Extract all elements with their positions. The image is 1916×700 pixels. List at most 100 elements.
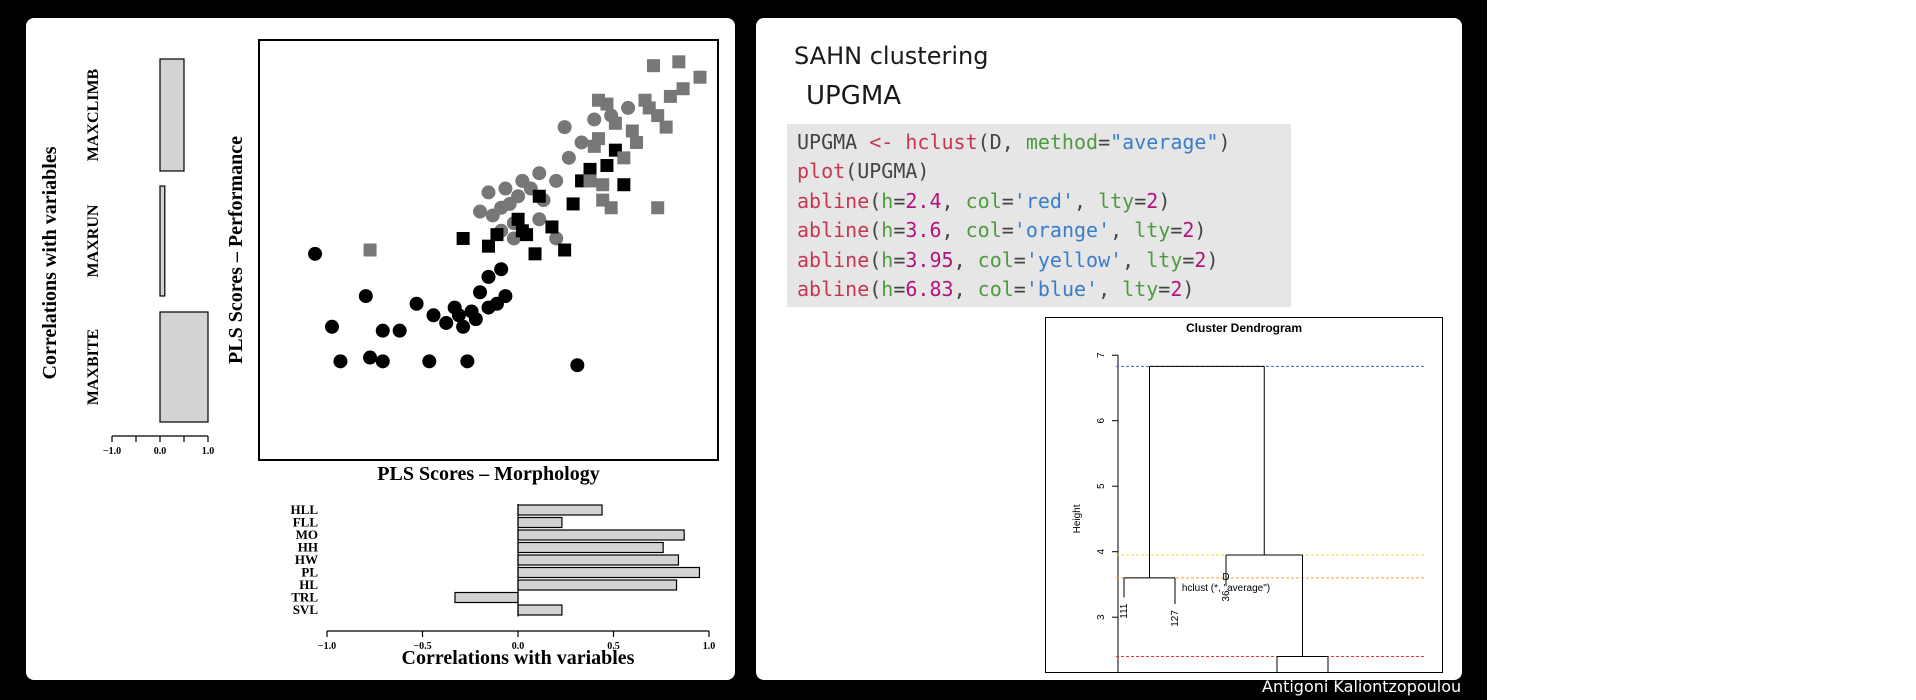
scatter-point: [308, 246, 323, 261]
code-token: =: [893, 218, 906, 243]
scatter-point: [558, 243, 572, 257]
scatter-point: [583, 174, 597, 188]
scatter-point: [587, 112, 602, 127]
slide-title: SAHN clustering: [794, 42, 989, 70]
hbar-x-label: Correlations with variables: [402, 647, 635, 669]
code-token: abline: [797, 247, 870, 272]
dendrogram-plot: Cluster Dendrogram234567Height1111273610…: [1045, 317, 1443, 673]
scatter-point: [363, 243, 377, 257]
scatter-point: [375, 354, 390, 369]
scatter-point: [561, 150, 576, 165]
hbar-bar: [517, 554, 680, 566]
vbar-bar: [159, 58, 185, 172]
scatter-point: [574, 135, 589, 150]
scatter-point: [659, 120, 673, 134]
code-token: ,: [1098, 277, 1123, 302]
hbar-tick-label: 0.5: [607, 641, 620, 652]
code-token: (: [869, 247, 882, 272]
scatter-point: [570, 358, 585, 373]
code-token: =: [1001, 188, 1014, 213]
code-line: plot(UPGMA): [797, 157, 1291, 186]
code-token: <-: [869, 130, 894, 154]
code-token: =: [1013, 277, 1026, 302]
scatter-point: [600, 159, 614, 173]
hbar-category-label: SVL: [293, 602, 319, 617]
scatter-point: [646, 59, 660, 73]
hbar-category-label: MO: [296, 527, 318, 542]
code-token: 3.6: [905, 218, 942, 243]
scatter-point: [617, 151, 631, 165]
scatter-point: [460, 354, 475, 369]
vbar-tick-label: −1.0: [103, 446, 121, 457]
code-line: abline(h=6.83, col='blue', lty=2): [797, 275, 1291, 304]
hbar-bar: [517, 604, 563, 616]
scatter-point: [583, 162, 597, 176]
code-token: [893, 130, 905, 154]
code-token: 'blue': [1025, 277, 1099, 302]
hbar-bar: [517, 516, 563, 529]
scatter-point: [596, 178, 610, 192]
code-token: plot: [797, 159, 846, 184]
code-token: abline: [797, 188, 870, 213]
scatter-point: [608, 116, 622, 130]
code-token: 2: [1170, 277, 1183, 302]
scatter-point: [532, 189, 546, 203]
scatter-point: [621, 100, 636, 115]
scatter-point: [566, 197, 580, 211]
hbar-bar: [517, 529, 685, 541]
vbar-y-label: Correlations with variables: [39, 146, 61, 379]
scatter-frame: [258, 39, 719, 461]
dendrogram-leaf-label: 111: [1119, 603, 1130, 619]
scatter-point: [557, 120, 572, 135]
hbar-category-label: HH: [298, 540, 318, 555]
author-credit: Antigoni Kaliontzopoulou: [1262, 677, 1462, 696]
scatter-point: [591, 93, 605, 107]
code-token: =: [1001, 218, 1014, 243]
scatter-point: [333, 354, 348, 369]
code-token: h: [881, 247, 894, 272]
hbar-bar: [517, 541, 664, 554]
scatter-point: [663, 89, 677, 103]
scatter-point: [490, 228, 504, 242]
scatter-point: [481, 269, 496, 284]
code-token: lty: [1122, 277, 1159, 302]
scatter-point: [447, 300, 462, 315]
code-token: h: [881, 218, 894, 243]
code-block: UPGMA <- hclust(D, method="average")plot…: [787, 124, 1291, 307]
pls-figure-panel: PLS Scores – Morphology PLS Scores – Perf…: [26, 18, 735, 680]
scatter-point: [511, 212, 525, 226]
code-token: method: [1025, 130, 1099, 154]
hbar-category-label: PL: [301, 565, 318, 580]
vbar-bar: [159, 185, 166, 297]
code-token: ): [1158, 188, 1171, 213]
scatter-point: [515, 224, 529, 238]
code-token: ): [1182, 277, 1195, 302]
code-line: UPGMA <- hclust(D, method="average"): [797, 128, 1291, 157]
dendrogram-leaf-label: 127: [1170, 610, 1181, 627]
code-token: UPGMA: [797, 130, 870, 154]
code-token: ): [1206, 247, 1219, 272]
scatter-point: [617, 178, 631, 192]
code-token: =: [1158, 277, 1171, 302]
code-token: 'red': [1013, 188, 1074, 213]
scatter-y-label: PLS Scores – Performance: [225, 136, 247, 364]
code-token: 'orange': [1013, 218, 1111, 243]
scatter-point: [545, 220, 559, 234]
code-token: 2.4: [905, 188, 942, 213]
vbar-category-label: MAXBITE: [85, 329, 102, 405]
code-token: h: [881, 277, 894, 302]
code-token: =: [1134, 188, 1147, 213]
code-token: =: [1170, 218, 1183, 243]
scatter-point: [494, 262, 509, 277]
vbar-category-label: MAXRUN: [85, 204, 102, 277]
code-token: 2: [1182, 218, 1195, 243]
code-token: ,: [941, 218, 966, 243]
scatter-x-label: PLS Scores – Morphology: [377, 463, 599, 485]
hbar-category-label: HLL: [291, 502, 319, 517]
code-token: lty: [1146, 247, 1183, 272]
scatter-point: [482, 239, 495, 253]
code-line: abline(h=3.95, col='yellow', lty=2): [797, 246, 1291, 275]
scatter-point: [409, 296, 424, 311]
code-token: abline: [797, 218, 870, 243]
scatter-point: [422, 354, 437, 369]
